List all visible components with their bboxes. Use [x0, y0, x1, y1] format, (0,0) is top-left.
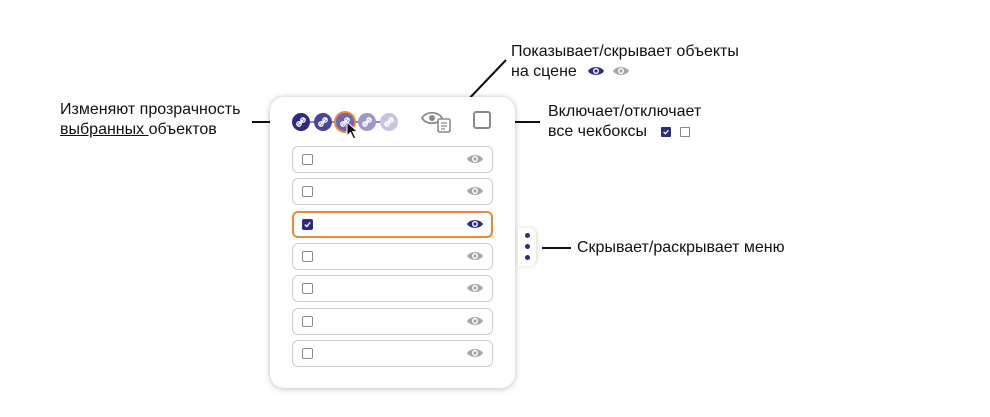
ellipsis-dot-2 [525, 244, 530, 249]
object-row[interactable] [292, 340, 493, 367]
legend-checkbox-checked [661, 127, 672, 137]
callout-visibility: Показывает/скрывает объекты на сцене [511, 42, 739, 82]
callout-opacity-line2: выбранных объектов [60, 120, 240, 140]
object-row-checkbox[interactable] [302, 316, 313, 327]
callout-opacity-underlined: выбранных [60, 121, 149, 138]
legend-checkbox-unchecked [679, 127, 690, 137]
callout-checkboxes-line2-wrap: все чекбоксы [548, 122, 701, 142]
callout-visibility-line2: на сцене [511, 63, 577, 80]
opacity-level-2-icon [318, 117, 328, 127]
eye-icon[interactable] [466, 315, 484, 327]
callout-menu-toggle: Скрывает/раскрывает меню [577, 239, 785, 256]
opacity-level-1-icon [296, 117, 306, 127]
object-list-panel [270, 97, 515, 388]
callout-checkboxes-line1: Включает/отключает [548, 103, 702, 120]
callout-checkboxes: Включает/отключает все чекбоксы [548, 102, 701, 142]
ellipsis-dot-1 [525, 233, 530, 238]
eye-icon[interactable] [466, 185, 484, 197]
object-row-checkbox[interactable] [302, 251, 313, 262]
opacity-level-1[interactable] [292, 113, 310, 131]
object-row[interactable] [292, 275, 493, 302]
opacity-level-4-icon [362, 117, 372, 127]
leader-line-checkboxes [497, 121, 540, 123]
legend-eye-visible-icon [588, 67, 605, 75]
leader-line-visibility [463, 59, 507, 105]
callout-visibility-line1: Показывает/скрывает объекты [511, 43, 739, 60]
leader-line-menu-toggle [542, 247, 571, 249]
opacity-level-2[interactable] [314, 113, 332, 131]
opacity-level-4[interactable] [358, 113, 376, 131]
eye-icon[interactable] [466, 347, 484, 359]
eye-with-file-icon[interactable] [420, 109, 454, 133]
mouse-pointer-icon [346, 121, 359, 140]
callout-checkboxes-line2: все чекбоксы [548, 123, 647, 140]
object-row-checkbox[interactable] [302, 348, 313, 359]
object-row-checkbox[interactable] [302, 219, 313, 230]
object-row[interactable] [292, 146, 493, 173]
eye-icon[interactable] [466, 250, 484, 262]
object-row-checkbox[interactable] [302, 186, 313, 197]
object-row-checkbox[interactable] [302, 283, 313, 294]
object-row-checkbox[interactable] [302, 154, 313, 165]
select-all-checkbox[interactable] [473, 111, 491, 129]
menu-toggle-handle[interactable] [518, 228, 536, 266]
eye-icon[interactable] [466, 153, 484, 165]
opacity-level-5-icon [384, 117, 394, 127]
callout-opacity-rest: объектов [148, 121, 217, 138]
object-row[interactable] [292, 308, 493, 335]
object-row[interactable] [292, 178, 493, 205]
ellipsis-dot-3 [525, 255, 530, 260]
opacity-level-5[interactable] [380, 113, 398, 131]
eye-icon[interactable] [466, 282, 484, 294]
callout-opacity: Изменяют прозрачность выбранных объектов [60, 100, 240, 140]
callout-opacity-line1: Изменяют прозрачность [60, 101, 241, 118]
callout-visibility-line2-wrap: на сцене [511, 62, 739, 82]
object-row[interactable] [292, 243, 493, 270]
object-row[interactable] [292, 211, 493, 238]
legend-eye-hidden-icon [612, 67, 629, 75]
eye-icon[interactable] [466, 218, 484, 230]
